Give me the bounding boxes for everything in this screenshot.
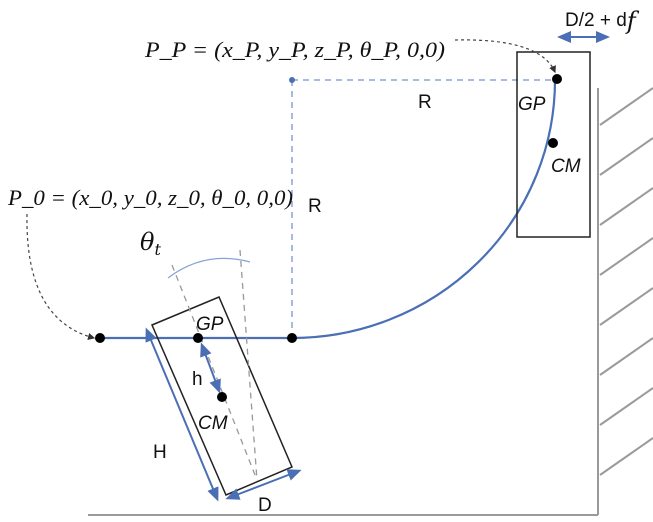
cm-tilted-dot [217,392,227,402]
p0-equation: P_0 = (x_0, y_0, z_0, θ_0, 0,0) [7,185,293,210]
radius-vertical-label: R [308,196,322,217]
arc-center-dot [289,77,295,83]
cm-tilted-label: CM [198,413,228,434]
arc-start-dot [287,333,297,343]
D-arrow [225,469,302,500]
wall [597,87,653,515]
theta-arc [167,257,251,279]
radius-lines [291,79,555,338]
start-point-dot [95,333,105,343]
D-label: D [258,495,272,516]
radius-horizontal-label: R [418,92,432,113]
H-label: H [153,442,167,463]
pp-pointer [454,39,556,74]
p0-pointer [26,213,96,340]
upright-box [516,51,591,238]
pp-equation: P_P = (x_P, y_P, z_P, θ_P, 0,0) [144,37,445,62]
gp-tilted-label: GP [196,314,224,335]
tilted-box [145,249,302,502]
cm-upright-label: CM [551,156,581,177]
gp-upright-label: GP [518,94,546,115]
gp-tilted-dot [193,333,203,343]
gp-upright-dot [552,74,562,84]
h-arrow [200,342,221,394]
trajectory-path [100,79,557,340]
cm-upright-dot [548,138,558,148]
theta-t-label: θt [140,228,161,259]
H-arrow [145,327,219,502]
h-label: h [192,369,203,390]
offset-label: D/2 + df [565,7,640,35]
